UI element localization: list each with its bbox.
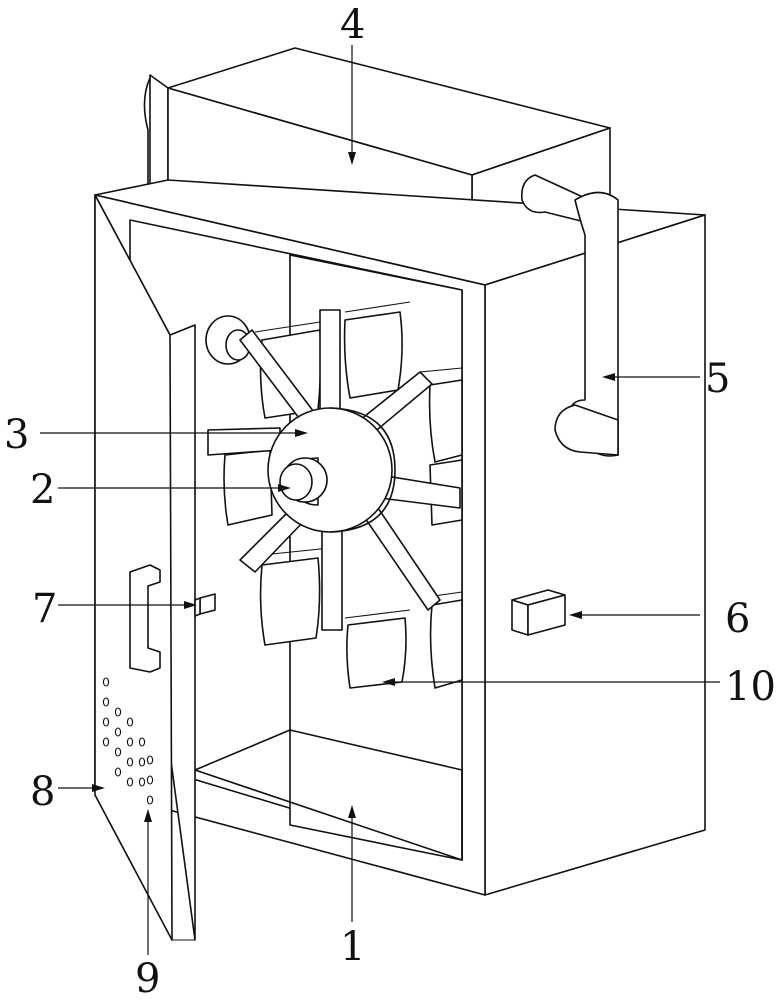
housing-cabinet: [94, 179, 706, 896]
label-9: 9: [135, 956, 160, 1000]
side-pipe: [520, 174, 619, 457]
label-10: 10: [725, 664, 776, 710]
hanging-bags: [209, 301, 463, 689]
label-3: 3: [4, 412, 29, 458]
label-1: 1: [340, 924, 365, 970]
label-5: 5: [705, 356, 730, 402]
part-number-labels: 4 5 3 2 7 6 10 8 1 9: [4, 2, 776, 1000]
vent-holes: [102, 677, 154, 805]
label-6: 6: [725, 596, 750, 642]
label-2: 2: [30, 467, 55, 513]
door: [94, 194, 216, 941]
label-7: 7: [32, 586, 57, 632]
label-8: 8: [30, 769, 55, 815]
label-4: 4: [340, 2, 365, 48]
leader-lines: [40, 45, 720, 955]
sensor-box: [511, 589, 566, 636]
rotor-assembly: [205, 309, 461, 631]
